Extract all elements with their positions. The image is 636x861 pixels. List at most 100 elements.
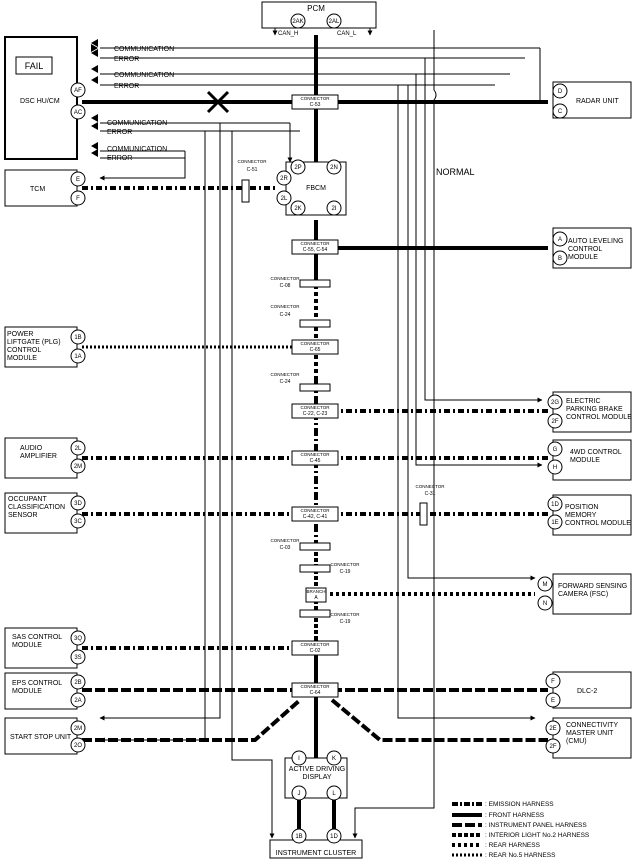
fbcm-pin-3: 2R xyxy=(280,176,288,182)
connector-c24a xyxy=(299,319,331,328)
fbcm-pin-4: 2L xyxy=(281,196,288,202)
branch-id: A xyxy=(314,595,318,601)
sas-pin-bottom: 3S xyxy=(74,655,81,661)
connector-word: CONNECTOR xyxy=(301,642,331,647)
connector-id: C-24 xyxy=(280,312,291,318)
fbcm-pin-1: 2P xyxy=(294,165,301,171)
fwd-label: 4WD CONTROL MODULE xyxy=(570,449,622,464)
connector-id: C-19 xyxy=(340,569,351,575)
plg-box xyxy=(4,326,78,368)
connector-word: CONNECTOR xyxy=(331,562,361,567)
dsc-label: DSC HU/CM xyxy=(20,98,60,105)
ic-box xyxy=(269,839,363,859)
connector-branch xyxy=(305,587,327,603)
epb-pin-bottom: 2F xyxy=(551,419,558,425)
connector-c19b xyxy=(299,609,331,618)
dlc-box xyxy=(552,671,632,709)
connector-c03 xyxy=(299,542,331,551)
connector-id: C-65 xyxy=(310,347,321,353)
comm-label-4: COMMUNICATION xyxy=(107,146,167,153)
fsc-box xyxy=(552,573,632,615)
sas-label: SAS CONTROL MODULE xyxy=(12,634,62,649)
dlc-label: DLC-2 xyxy=(577,688,597,695)
connector-c19a xyxy=(299,564,331,573)
open-circuit-x-icon xyxy=(206,90,230,114)
connector-word: CONNECTOR xyxy=(271,372,301,377)
normal-label: NORMAL xyxy=(436,167,475,177)
connector-c42 xyxy=(291,506,339,522)
pmcm-pin-top: 1D xyxy=(551,502,559,508)
connector-c53 xyxy=(291,94,339,110)
dlc-pin-bottom: E xyxy=(551,698,555,704)
connector-c22 xyxy=(291,403,339,419)
fwd-box xyxy=(552,439,632,481)
connector-word: CONNECTOR xyxy=(301,341,331,346)
ic-pin-2: 1D xyxy=(330,834,338,840)
tcm-label: TCM xyxy=(30,186,45,193)
branch-word: BRANCH xyxy=(306,589,325,594)
alcm-pin-bottom: B xyxy=(558,256,562,262)
legend-label: : INTERIOR LIGHT No.2 HARNESS xyxy=(485,832,590,839)
connector-id: C-42, C-41 xyxy=(303,514,328,520)
audio-box xyxy=(4,437,78,479)
connector-id: C-51 xyxy=(247,167,258,173)
connector-c31 xyxy=(419,502,428,526)
dsc-pin-bottom: AC xyxy=(74,110,83,116)
pmcm-pin-bottom: 1E xyxy=(551,520,558,526)
pcm-pin-left: 2AK xyxy=(292,19,303,25)
plg-label: POWER LIFTGATE (PLG) CONTROL MODULE xyxy=(7,331,61,362)
epb-pin-top: 2G xyxy=(551,400,559,406)
pcm-can-h: CAN_H xyxy=(278,31,298,37)
comm-arrows xyxy=(91,39,98,157)
pcm-pin-right: 2AL xyxy=(329,19,340,25)
tcm-box xyxy=(4,169,78,207)
ssu-box xyxy=(4,717,78,755)
epb-box xyxy=(552,391,632,433)
plg-pin-bottom: 1A xyxy=(74,354,81,360)
plg-pin-top: 1B xyxy=(74,335,81,341)
ssu-pin-bottom: 2O xyxy=(74,743,82,749)
connector-id: C-08 xyxy=(280,283,291,289)
connector-word: CONNECTOR xyxy=(271,538,301,543)
ssu-pin-top: 2M xyxy=(74,726,82,732)
fbcm-pin-2: 2N xyxy=(330,165,338,171)
legend-label: : REAR HARNESS xyxy=(485,842,541,849)
connector-c51 xyxy=(241,179,250,203)
connector-word: CONNECTOR xyxy=(331,612,361,617)
ic-pin-1: 1B xyxy=(295,834,302,840)
text-labels: PCM 2AK 2AL CAN_H CAN_L FAIL DSC HU/CM A… xyxy=(7,4,632,857)
pin-circles xyxy=(70,13,568,844)
add-pin-4: L xyxy=(332,791,336,797)
connector-id: C-02 xyxy=(310,648,321,654)
connector-id: C-53 xyxy=(310,102,321,108)
pcm-box xyxy=(261,1,377,29)
epb-label: ELECTRIC PARKING BRAKE CONTROL MODULE xyxy=(566,398,632,421)
cmu-box xyxy=(552,717,632,759)
audio-pin-bottom: 2M xyxy=(74,464,82,470)
connector-id: C-55, C-54 xyxy=(303,247,328,253)
connector-word: CONNECTOR xyxy=(301,684,331,689)
ssu-label: START STOP UNIT xyxy=(10,734,72,741)
error-label-3: ERROR xyxy=(107,129,132,136)
fbcm-label: FBCM xyxy=(306,185,326,192)
eps-pin-bottom: 2A xyxy=(74,698,81,704)
fsc-label: FORWARD SENSING CAMERA (FSC) xyxy=(558,583,628,598)
error-label-2: ERROR xyxy=(114,83,139,90)
connector-word: CONNECTOR xyxy=(238,159,268,164)
ocs-pin-top: 3D xyxy=(74,501,82,507)
connector-id: C-24 xyxy=(280,379,291,385)
connector-word: CONNECTOR xyxy=(301,96,331,101)
eps-pin-top: 2B xyxy=(74,680,81,686)
legend-label: : INSTRUMENT PANEL HARNESS xyxy=(485,822,587,829)
dsc-pin-top: AF xyxy=(74,88,82,94)
radar-pin-bottom: C xyxy=(558,109,563,115)
fwd-pin-bottom: H xyxy=(553,465,557,471)
connector-word: CONNECTOR xyxy=(301,452,331,457)
connector-c24b xyxy=(299,383,331,392)
connector-id: C-64 xyxy=(310,690,321,696)
ic-label: INSTRUMENT CLUSTER xyxy=(276,850,356,857)
dlc-pin-top: F xyxy=(551,679,555,685)
sas-pin-top: 3Q xyxy=(74,636,82,642)
connector-word: CONNECTOR xyxy=(271,276,301,281)
